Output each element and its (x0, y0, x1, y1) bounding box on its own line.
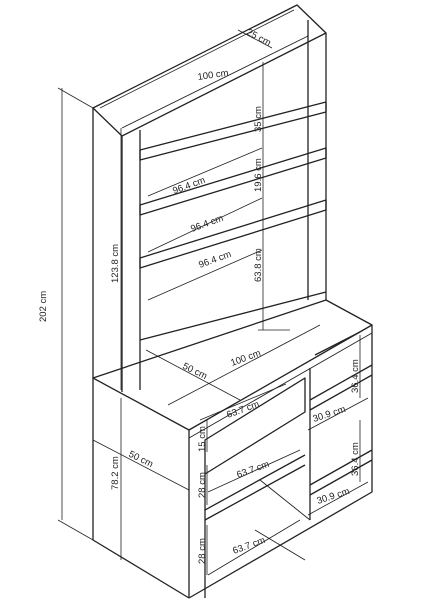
label-base-height: 78.2 cm (110, 456, 121, 490)
cubby-shelf-mid-2 (309, 459, 373, 496)
label-cubby-h-top: 36.4 cm (350, 359, 361, 393)
desk-base (92, 299, 373, 599)
cubby-shelf-mid (309, 449, 373, 486)
hutch (92, 4, 327, 392)
middle-shelf-lower (204, 464, 306, 521)
label-drawer-h: 15 cm (197, 426, 208, 452)
label-bottom-h: 28 cm (197, 538, 208, 564)
label-cubby-w-top: 30.9 cm (312, 404, 348, 425)
cubby-back-top (314, 331, 361, 356)
label-top-width: 100 cm (197, 68, 229, 83)
cubby-shelf-top (309, 364, 373, 401)
label-desk-depth: 50 cm (181, 361, 209, 382)
dimension-lines (57, 9, 369, 576)
label-hutch-height: 123.8 cm (110, 244, 121, 283)
label-desk-width: 100 cm (229, 348, 262, 369)
middle-shelf (204, 454, 306, 511)
label-inner-w-3: 96.4 cm (197, 249, 233, 271)
label-top-depth: 25 cm (245, 27, 273, 49)
shelf-1 (139, 101, 327, 161)
label-cubby-h-bottom: 36.4 cm (350, 442, 361, 476)
label-mid-w: 63.7 cm (235, 459, 271, 481)
label-inner-w-1: 96.4 cm (171, 175, 207, 197)
label-hutch-lower-gap: 63.8 cm (253, 248, 264, 282)
label-bottom-w: 63.7 cm (231, 535, 267, 557)
bottom-back (254, 529, 306, 561)
label-total-height: 202 cm (38, 291, 49, 322)
shelf-2 (139, 147, 327, 216)
hutch-bottom (139, 291, 327, 341)
label-inner-w-2: 96.4 cm (189, 213, 225, 235)
hutch-back-top (121, 35, 309, 129)
middle-back (259, 479, 311, 521)
shelf-3 (139, 199, 327, 269)
label-shelf-gap-2: 19.6 cm (253, 158, 264, 192)
base-front-right (188, 325, 373, 599)
desk-top-lower-edge (188, 332, 373, 439)
label-side-depth: 50 cm (127, 449, 155, 470)
label-shelf-gap-1: 35 cm (253, 106, 264, 132)
base-left-side (92, 378, 190, 599)
cubby-shelf-top-2 (309, 374, 373, 411)
label-mid-h: 28 cm (197, 472, 208, 498)
drawer-front (204, 377, 306, 475)
